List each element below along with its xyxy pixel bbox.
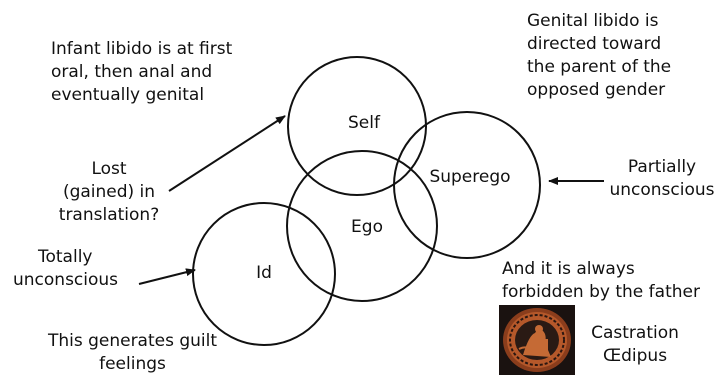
forbidden-note: And it is always forbidden by the father [502,258,700,304]
id-label: Id [256,263,272,283]
guilt-note: This generates guilt feelings [30,330,235,376]
lost-in-translation-note: Lost (gained) in translation? [54,158,164,227]
genital-libido-line: opposed gender [527,80,666,100]
guilt-line: This generates guilt [47,331,218,351]
ego-circle [286,150,438,302]
partially-unconscious-note: Partially unconscious [604,156,720,202]
genital-libido-line: directed toward [527,34,662,54]
genital-libido-line: the parent of the [527,57,672,77]
self-label: Self [348,113,381,133]
infant-libido-line: eventually genital [51,85,205,105]
greek-vase-painting-icon [499,305,575,375]
arrow-to-id [138,268,196,285]
oedipus-line: Œdipus [602,346,668,366]
lost-in-translation-line: (gained) in [62,182,156,202]
forbidden-line: And it is always [502,259,635,279]
arrow-to-self [168,115,286,192]
forbidden-line: forbidden by the father [502,282,700,302]
genital-libido-line: Genital libido is [527,11,659,31]
partially-unconscious-line: unconscious [609,180,715,200]
infant-libido-line: oral, then anal and [51,62,213,82]
totally-unconscious-line: Totally [38,247,93,267]
genital-libido-note: Genital libido is directed toward the pa… [527,10,671,102]
lost-in-translation-line: Lost [91,159,127,179]
infant-libido-note: Infant libido is at first oral, then ana… [51,38,232,107]
castration-line: Castration [591,323,679,343]
castration-oedipus-note: Castration Œdipus [580,322,690,368]
superego-label: Superego [429,167,510,187]
totally-unconscious-note: Totally unconscious [13,246,118,292]
totally-unconscious-line: unconscious [13,270,119,290]
partially-unconscious-line: Partially [627,157,697,177]
self-circle [287,56,427,196]
superego-circle [393,111,541,259]
lost-in-translation-line: translation? [58,205,160,225]
infant-libido-line: Infant libido is at first [51,39,233,59]
ego-label: Ego [351,217,383,237]
guilt-line: feelings [99,354,166,374]
